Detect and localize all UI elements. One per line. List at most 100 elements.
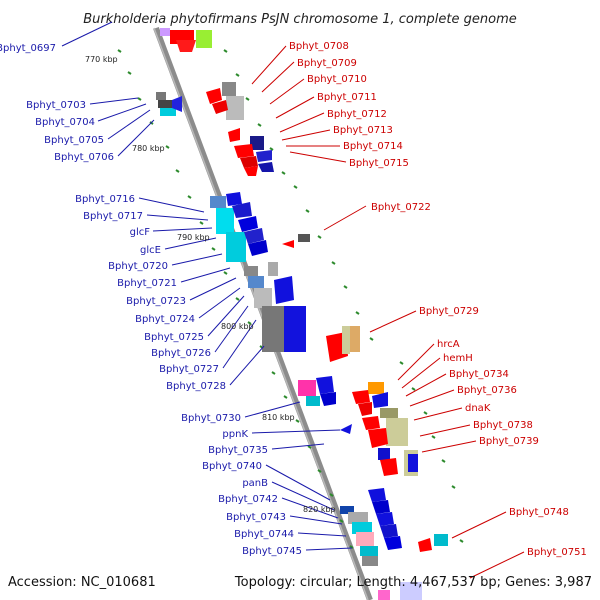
- gene-label: Bphyt_0709: [297, 58, 357, 69]
- gene-arrow: [380, 524, 398, 538]
- gene-arrow: [226, 192, 242, 206]
- gene-label: Bphyt_0721: [117, 278, 177, 289]
- gene-arrow: [232, 202, 252, 218]
- gene-block: [356, 532, 374, 546]
- gene-label: Bphyt_0710: [307, 74, 367, 85]
- gene-label: Bphyt_0711: [317, 92, 377, 103]
- gene-block: [284, 306, 306, 352]
- kbp-label: 800 kbp: [221, 322, 254, 331]
- left-gene-labels: Bphyt_0697 Bphyt_0703 Bphyt_0704 Bphyt_0…: [0, 43, 302, 557]
- gene-label: Bphyt_0734: [449, 369, 509, 380]
- gene-block: [380, 408, 398, 418]
- gene-label: Bphyt_0726: [151, 348, 211, 359]
- right-leaders: [251, 45, 525, 579]
- gene-label: hrcA: [437, 339, 460, 350]
- kbp-label: 810 kbp: [262, 413, 295, 422]
- gene-arrow: [258, 162, 274, 172]
- gene-block: [360, 546, 378, 556]
- gene-arrow: [368, 488, 386, 502]
- gene-label: Bphyt_0714: [343, 141, 403, 152]
- gene-block: [378, 590, 390, 600]
- gene-arrow: [212, 100, 228, 114]
- gene-arrow: [256, 150, 272, 162]
- gene-arrow: [206, 88, 222, 104]
- gene-block: [362, 556, 378, 566]
- gene-label: Bphyt_0736: [457, 385, 517, 396]
- gene-block: [216, 208, 234, 234]
- gene-label: glcE: [140, 245, 161, 256]
- gene-label: Bphyt_0740: [202, 461, 262, 472]
- gene-label: Bphyt_0724: [135, 314, 195, 325]
- gene-label: hemH: [443, 353, 473, 364]
- gene-block: [210, 196, 226, 208]
- gene-block: [226, 232, 246, 262]
- gene-block: [408, 454, 418, 472]
- gene-block: [268, 262, 278, 276]
- gene-block: [348, 512, 368, 524]
- gene-label: Bphyt_0716: [75, 194, 135, 205]
- gene-label: Bphyt_0725: [144, 332, 204, 343]
- gene-block: [160, 28, 170, 36]
- kbp-label: 820 kbp: [303, 505, 336, 514]
- gene-arrow: [384, 536, 402, 550]
- gene-label: ppnK: [222, 429, 248, 440]
- gene-label: dnaK: [465, 403, 491, 414]
- gene-arrow: [316, 376, 334, 394]
- gene-label: Bphyt_0748: [509, 507, 569, 518]
- gene-arrow: [372, 392, 388, 408]
- gene-arrow: [320, 392, 336, 406]
- gene-arrow: [340, 424, 352, 434]
- kbp-label: 790 kbp: [177, 233, 210, 242]
- gene-label: Bphyt_0742: [218, 494, 278, 505]
- gene-block: [306, 396, 320, 406]
- gene-block: [226, 96, 244, 120]
- gene-label: Bphyt_0722: [371, 202, 431, 213]
- gene-block: [342, 326, 350, 354]
- left-leaders: [61, 21, 353, 551]
- gene-label: Bphyt_0744: [234, 529, 294, 540]
- gene-block: [254, 288, 272, 308]
- gene-arrow: [248, 240, 268, 256]
- gene-arrow: [372, 500, 390, 514]
- gene-arrow: [376, 512, 394, 526]
- gene-block: [352, 522, 372, 534]
- gene-label: glcF: [130, 227, 151, 238]
- gene-block: [248, 276, 264, 288]
- gene-label: Bphyt_0715: [349, 158, 409, 169]
- gene-block: [196, 30, 212, 48]
- gene-label: Bphyt_0717: [83, 211, 143, 222]
- gene-block: [160, 108, 176, 116]
- gene-label: Bphyt_0738: [473, 420, 533, 431]
- kbp-label: 780 kbp: [132, 144, 165, 153]
- gene-block: [298, 380, 316, 396]
- gene-block: [350, 326, 360, 352]
- gene-block: [262, 306, 284, 352]
- gene-label: Bphyt_0703: [26, 100, 86, 111]
- gene-label: Bphyt_0745: [242, 546, 302, 557]
- gene-label: Bphyt_0735: [208, 445, 268, 456]
- gene-block: [250, 136, 264, 150]
- gene-label: Bphyt_0751: [527, 547, 587, 558]
- gene-arrow: [240, 156, 258, 168]
- gene-arrow: [380, 458, 398, 476]
- gene-arrow: [228, 128, 240, 142]
- gene-block: [298, 234, 310, 242]
- gene-block: [156, 92, 166, 100]
- gene-arrow: [274, 276, 294, 304]
- gene-label: Bphyt_0708: [289, 41, 349, 52]
- gene-arrow: [282, 240, 294, 248]
- map-title: Burkholderia phytofirmans PsJN chromosom…: [83, 12, 517, 27]
- gene-label: Bphyt_0705: [44, 135, 104, 146]
- gene-label: Bphyt_0743: [226, 512, 286, 523]
- gene-arrow: [244, 228, 264, 244]
- gene-block: [386, 418, 408, 446]
- gene-arrow: [368, 428, 388, 448]
- gene-label: Bphyt_0720: [108, 261, 168, 272]
- gene-arrow: [234, 144, 254, 158]
- gene-block: [378, 448, 390, 460]
- gene-label: Bphyt_0712: [327, 109, 387, 120]
- gene-label: Bphyt_0723: [126, 296, 186, 307]
- gene-block: [158, 100, 174, 108]
- topology-text: Topology: circular; Length: 4,467,537 bp…: [234, 575, 592, 590]
